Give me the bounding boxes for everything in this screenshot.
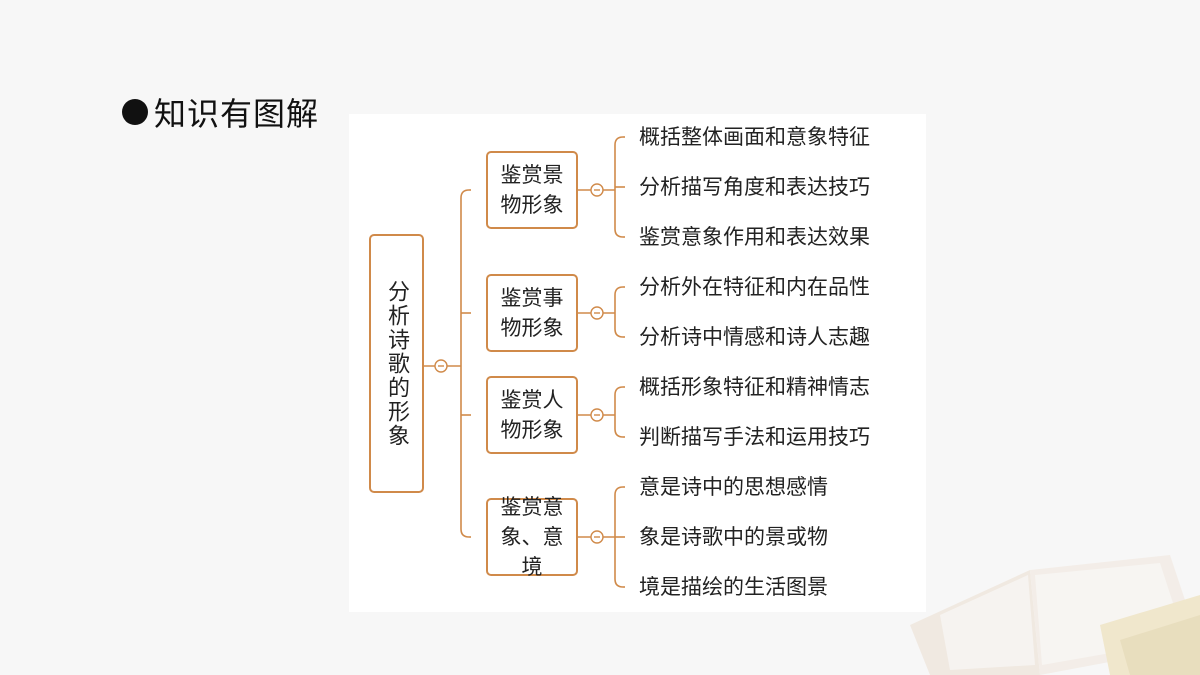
branch-node-label: 鉴赏景物形象 xyxy=(500,163,564,217)
minus-circle-icon[interactable] xyxy=(590,530,604,544)
branch-connector-spine xyxy=(614,386,624,438)
bullet-dot-icon xyxy=(122,99,148,125)
mindmap-connectors xyxy=(424,136,625,588)
leaf-item: 分析描写角度和表达技巧 xyxy=(639,175,870,199)
minus-circle-icon[interactable] xyxy=(434,359,448,373)
root-node-label: 分析诗歌的形象 xyxy=(384,279,409,448)
branch-node-scenery: 鉴赏景物形象 xyxy=(486,151,578,229)
leaf-item: 分析外在特征和内在品性 xyxy=(639,275,870,299)
minus-circle-icon[interactable] xyxy=(590,183,604,197)
minus-circle-icon[interactable] xyxy=(590,306,604,320)
open-book-illustration xyxy=(910,555,1200,675)
mindmap-panel: 分析诗歌的形象 鉴赏景物形象 鉴赏事物形象 鉴赏人物形象 鉴赏意象、意境 概括整… xyxy=(349,114,926,612)
branch-node-characters: 鉴赏人物形象 xyxy=(486,376,578,454)
leaf-item: 概括整体画面和意象特征 xyxy=(639,125,870,149)
minus-circle-icon[interactable] xyxy=(590,408,604,422)
branch-connector-spine xyxy=(614,286,624,338)
leaf-item: 象是诗歌中的景或物 xyxy=(639,525,828,549)
branch-node-objects: 鉴赏事物形象 xyxy=(486,274,578,352)
branch-node-label: 鉴赏人物形象 xyxy=(500,388,564,442)
branch-node-imagery: 鉴赏意象、意境 xyxy=(486,495,578,579)
root-connector-spine xyxy=(460,189,470,538)
leaf-item: 意是诗中的思想感情 xyxy=(639,475,828,499)
leaf-item: 概括形象特征和精神情志 xyxy=(639,375,870,399)
leaf-item: 鉴赏意象作用和表达效果 xyxy=(639,225,870,249)
branch-node-label: 鉴赏事物形象 xyxy=(500,286,564,340)
page-title: 知识有图解 xyxy=(154,95,320,133)
root-node: 分析诗歌的形象 xyxy=(369,234,424,493)
leaf-item: 分析诗中情感和诗人志趣 xyxy=(639,325,870,349)
branch-node-label: 鉴赏意象、意境 xyxy=(500,495,564,579)
leaf-item: 境是描绘的生活图景 xyxy=(639,575,828,599)
page-heading: 知识有图解 xyxy=(122,88,319,136)
leaf-item: 判断描写手法和运用技巧 xyxy=(639,425,870,449)
